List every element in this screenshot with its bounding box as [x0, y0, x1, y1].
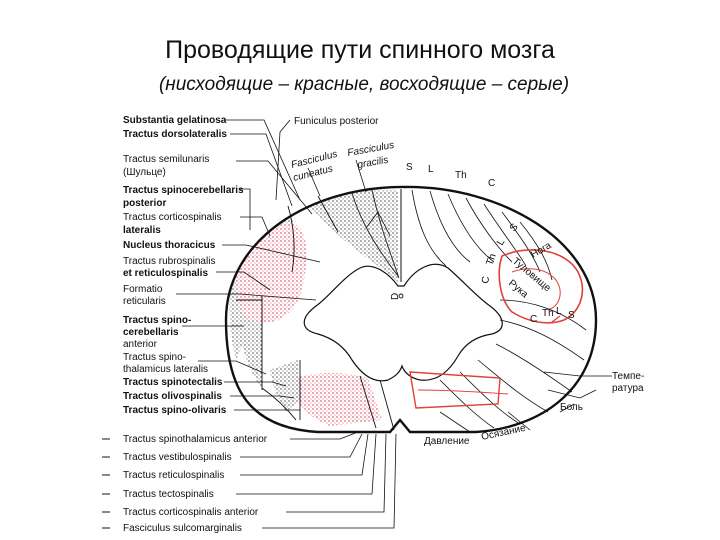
label-l-side: L [495, 237, 508, 248]
spinocerebellar-anterior-band [236, 300, 262, 388]
label-spino-thalamicus-2: thalamicus lateralis [123, 364, 208, 375]
right-lateral-lines [439, 299, 587, 429]
label-spino-olivaris: Tractus spino-olivaris [123, 405, 227, 416]
posterior-fan-lines [351, 189, 553, 281]
label-substantia-gelatinosa: Substantia gelatinosa [123, 115, 227, 126]
page-subtitle: (нисходящие – красные, восходящие – серы… [158, 74, 570, 95]
label-reticulospinalis-2: Tractus reticulospinalis [123, 470, 224, 481]
left-labels: Substantia gelatinosa Tractus dorsolater… [123, 115, 268, 534]
label-bol: Боль [560, 402, 583, 413]
label-tectospinalis: Tractus tectospinalis [123, 489, 214, 500]
label-vestibulospinalis: Tractus vestibulospinalis [123, 452, 232, 463]
label-spino-cerebellaris-1: Tractus spino- [123, 315, 191, 326]
label-rubrospinalis: Tractus rubrospinalis [123, 256, 215, 267]
label-spinothalamicus-anterior: Tractus spinothalamicus anterior [123, 434, 268, 445]
label-posterior: posterior [123, 198, 166, 209]
label-spinocerebellaris: Tractus spinocerebellaris [123, 185, 244, 196]
label-l-top: L [428, 164, 434, 175]
label-th-small: Th [542, 308, 554, 319]
label-s-small: S [568, 310, 575, 321]
label-formatio: Formatio [123, 284, 163, 295]
page-title: Проводящие пути спинного мозга [165, 36, 555, 64]
label-olivospinalis: Tractus olivospinalis [123, 391, 222, 402]
posterior-funiculus-area [302, 189, 398, 282]
cord-outline [224, 185, 598, 434]
lateral-spinothalamic-outline [498, 249, 584, 324]
label-spinotectalis: Tractus spinotectalis [123, 377, 223, 388]
label-nucleus-thoracicus: Nucleus thoracicus [123, 240, 216, 251]
top-labels: Funiculus posterior Fasciculus cuneatus … [290, 116, 495, 189]
label-anterior: anterior [123, 339, 158, 350]
label-c-small: C [530, 314, 537, 325]
label-tractus-semilunaris: Tractus semilunaris [123, 154, 209, 165]
label-tempe: Темпе- [612, 371, 644, 382]
ventral-red-line [417, 389, 509, 395]
label-s-top: S [406, 162, 413, 173]
label-d: D [390, 293, 401, 300]
label-reticularis: reticularis [123, 296, 166, 307]
ventral-descending-area [290, 372, 382, 426]
label-spino-cerebellaris-2: cerebellaris [123, 327, 179, 338]
lateral-spinothalamic-inner [511, 268, 561, 311]
label-fasciculus-2: Fasciculus [347, 140, 395, 159]
label-corticospinalis-anterior: Tractus corticospinalis anterior [123, 507, 259, 518]
label-c-side: C [480, 275, 492, 284]
central-canal [398, 293, 404, 299]
label-corticospinalis: Tractus corticospinalis [123, 212, 222, 223]
label-th-top: Th [455, 170, 467, 181]
label-c-top: C [488, 178, 495, 189]
right-leader-lines [439, 371, 612, 433]
label-reticulospinalis: et reticulospinalis [123, 268, 208, 279]
left-tract-borders [236, 195, 395, 431]
left-leader-lines [176, 119, 397, 529]
left-dash-markers [102, 438, 110, 529]
label-sulcomarginalis: Fasciculus sulcomarginalis [123, 523, 242, 534]
right-red-link [551, 315, 561, 323]
top-leader-lines [275, 119, 367, 201]
label-funiculus-posterior: Funiculus posterior [294, 116, 379, 127]
ventral-red-outline [409, 371, 501, 409]
gray-matter [303, 263, 503, 382]
label-tractus-dorsolateralis: Tractus dorsolateralis [123, 129, 227, 140]
label-gracilis: gracilis [357, 155, 390, 171]
label-l-small: L [556, 306, 562, 317]
label-davlenie: Давление [424, 436, 470, 447]
label-lateralis: lateralis [123, 225, 161, 236]
label-schultze: (Шульце) [123, 167, 166, 178]
label-spino-thalamicus-1: Tractus spino- [123, 352, 186, 363]
label-th-side: Th [484, 252, 498, 267]
label-ratura: ратура [612, 383, 644, 394]
